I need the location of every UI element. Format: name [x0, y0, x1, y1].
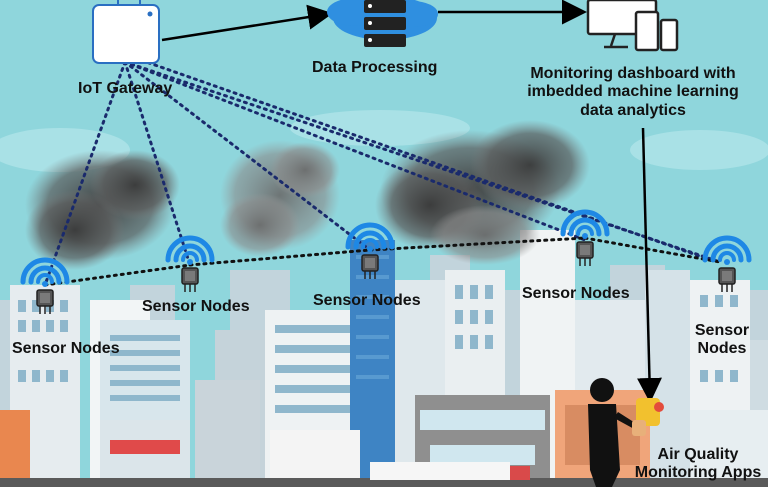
- air-quality-apps-label: Air Quality Monitoring Apps: [628, 446, 768, 483]
- dashboard-label-line-1: Monitoring dashboard with: [530, 65, 736, 82]
- sensor-wifi-icon: [560, 209, 610, 266]
- street-shops: [0, 380, 768, 487]
- sensor-nodes-label-1: Sensor Nodes: [12, 340, 120, 357]
- monitor-tablet-phone-icon: [586, 0, 679, 52]
- sensor-nodes-label-3: Sensor Nodes: [313, 292, 421, 309]
- dashboard-label: Monitoring dashboard with imbedded machi…: [508, 65, 758, 120]
- building-windows: [18, 285, 738, 413]
- smog-cloud-icon: [220, 140, 340, 257]
- dashboard-label-line-2: imbedded machine learning: [527, 83, 739, 101]
- sensor-wifi-icon: [20, 257, 70, 314]
- air-quality-apps-label-line-2: Monitoring Apps: [634, 464, 762, 482]
- gateway-sensor-links: [43, 56, 722, 287]
- sensor-nodes-label-5-line-2: Nodes: [697, 340, 747, 358]
- sensor-wifi-icon: [165, 235, 215, 292]
- sensor-wifi-icon: [345, 222, 395, 279]
- flow-arrows: [161, 0, 662, 403]
- sensor-wifi-icon: [702, 235, 752, 292]
- data-processing-label: Data Processing: [312, 59, 438, 76]
- sensor-nodes-label-5: Sensor Nodes: [690, 322, 754, 359]
- cloud-server-icon: [327, 0, 438, 47]
- router-icon: [92, 0, 160, 64]
- sensor-nodes: [20, 209, 752, 314]
- sensor-nodes-label-4: Sensor Nodes: [522, 285, 630, 302]
- iot-gateway-label: IoT Gateway: [78, 80, 173, 97]
- dashboard-label-line-3: data analytics: [580, 101, 686, 119]
- air-quality-apps-label-line-1: Air Quality: [657, 446, 739, 463]
- person-phone-icon: [588, 378, 664, 487]
- sensor-nodes-label-5-line-1: Sensor: [694, 322, 750, 339]
- sensor-nodes-label-2: Sensor Nodes: [142, 298, 250, 315]
